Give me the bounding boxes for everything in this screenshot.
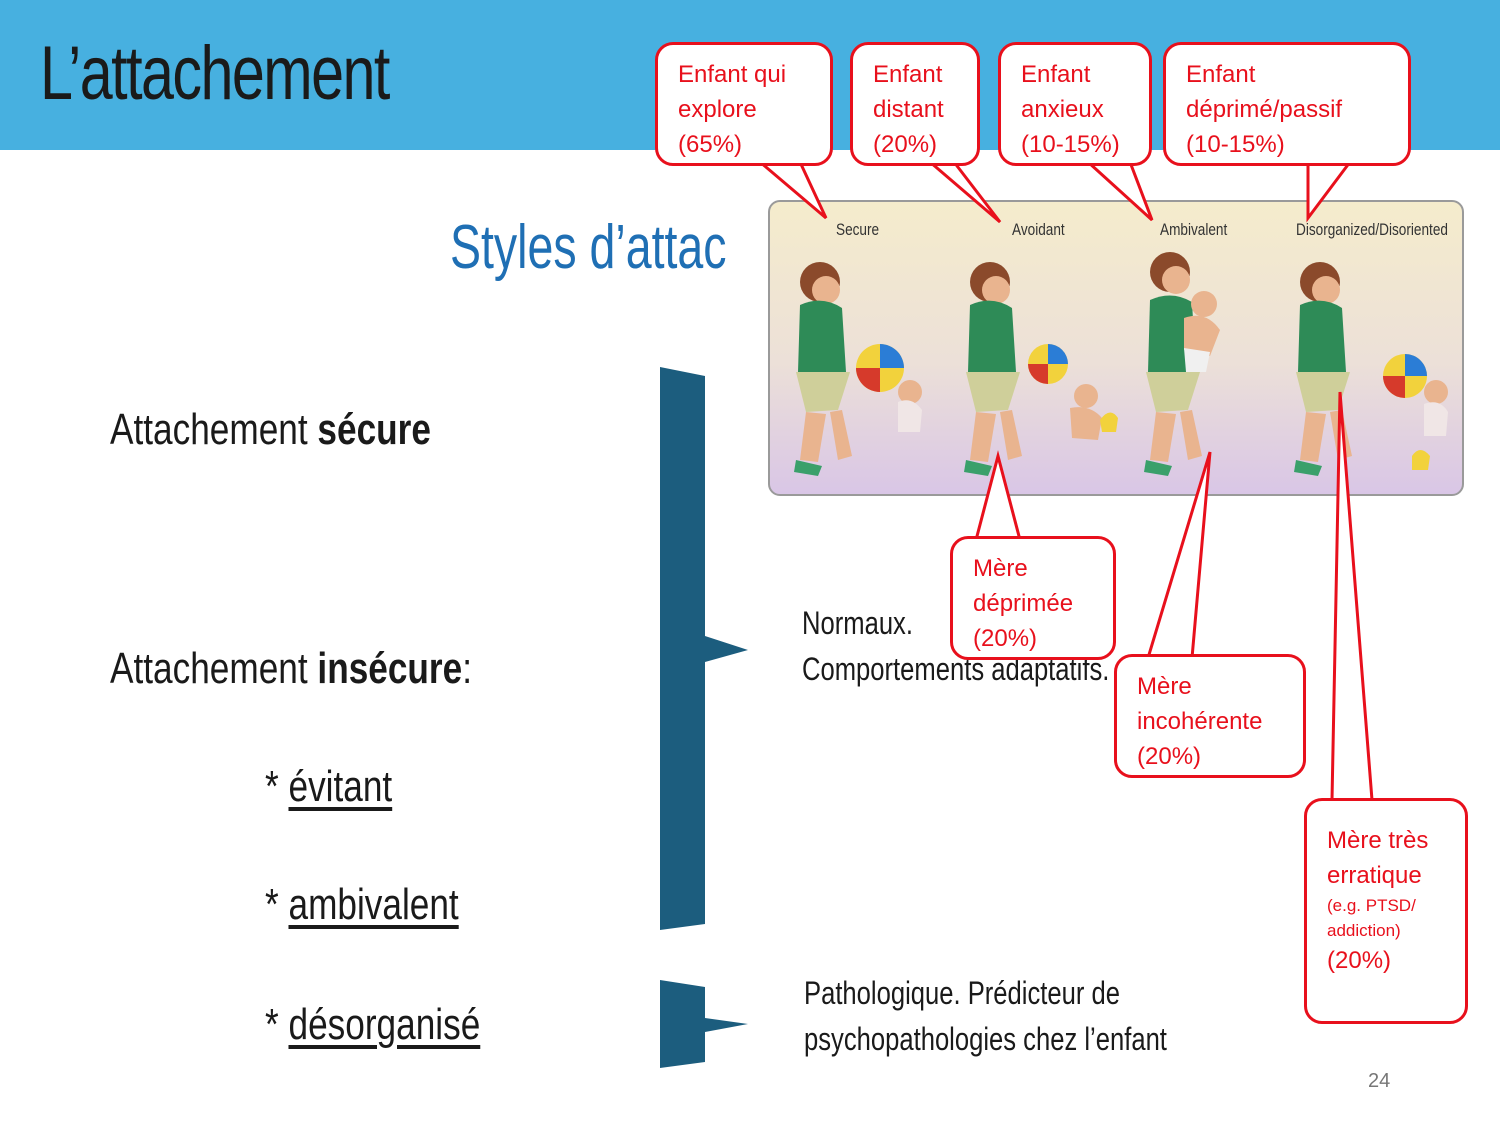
callout-line: erratique <box>1327 862 1422 889</box>
callout-line: (10-15%) <box>1021 131 1120 158</box>
callout-line: explore <box>678 96 757 123</box>
figure-avoidant-icon <box>964 262 1118 476</box>
callout-tails-top <box>759 160 1352 224</box>
callout-line: (20%) <box>873 131 938 158</box>
callout-tails-bottom <box>974 391 1374 801</box>
callout-mere-deprimee: Mère déprimée (20%) <box>950 536 1116 660</box>
list-item-desorganise: * désorganisé <box>265 1000 480 1050</box>
label-secure: Secure <box>836 220 880 239</box>
callout-line: (20%) <box>1137 743 1202 770</box>
callout-mere-incoherente: Mère incohérente (20%) <box>1114 654 1306 778</box>
patho-line-1: Pathologique. Prédicteur de <box>804 975 1120 1011</box>
label-avoidant: Avoidant <box>1012 220 1065 239</box>
callout-line: Enfant qui <box>678 61 787 88</box>
callout-line: (65%) <box>678 131 743 158</box>
callout-line: incohérente <box>1137 708 1263 735</box>
callout-line: anxieux <box>1021 96 1104 123</box>
item-label: ambivalent <box>288 880 459 929</box>
callout-line: (10-15%) <box>1186 131 1285 158</box>
callout-line: Enfant <box>1021 61 1091 88</box>
callout-line: déprimé/passif <box>1186 96 1343 123</box>
figure-disorganized-icon <box>1294 262 1448 476</box>
figure-secure-icon <box>794 262 922 476</box>
callout-line: distant <box>873 96 944 123</box>
label-disorganized: Disorganized/Disoriented <box>1296 220 1448 239</box>
callout-enfant-explore: Enfant qui explore (65%) <box>655 42 833 166</box>
normal-description: Normaux. Comportements adaptatifs. <box>802 600 1109 692</box>
normal-line-1: Normaux. <box>802 605 913 641</box>
callout-line: (20%) <box>973 625 1038 652</box>
label-ambivalent: Ambivalent <box>1160 220 1228 239</box>
callout-line: Mère <box>1137 673 1192 700</box>
bullet: * <box>265 880 289 929</box>
slide-title: L’attachement <box>40 31 390 116</box>
callout-small-line: (e.g. PTSD/ <box>1327 896 1416 915</box>
callout-small-line: addiction) <box>1327 921 1401 940</box>
insecure-bold: insécure <box>317 644 463 693</box>
tail-anxieux <box>1086 160 1154 222</box>
list-item-ambivalent: * ambivalent <box>265 880 459 930</box>
callout-line: déprimée <box>973 590 1074 617</box>
large-brace-icon <box>660 367 748 930</box>
item-label: évitant <box>288 762 393 811</box>
slide-subtitle: Styles d’attac <box>450 213 727 282</box>
insecure-prefix: Attachement <box>110 644 318 693</box>
callout-enfant-distant: Enfant distant (20%) <box>850 42 980 166</box>
figure-ambivalent-icon <box>1144 252 1220 476</box>
callout-line: (20%) <box>1327 947 1392 974</box>
callout-enfant-deprime: Enfant déprimé/passif (10-15%) <box>1163 42 1411 166</box>
small-brace-icon <box>660 980 748 1068</box>
pathological-description: Pathologique. Prédicteur de psychopathol… <box>804 970 1167 1062</box>
callout-line: Mère <box>973 555 1028 582</box>
callout-line: Enfant <box>1186 61 1256 88</box>
tail-depressed <box>1306 161 1352 223</box>
callout-enfant-anxieux: Enfant anxieux (10-15%) <box>998 42 1152 166</box>
callout-line: Mère très <box>1327 827 1429 854</box>
bullet: * <box>265 1000 289 1049</box>
tail-mere-deprimee <box>974 450 1022 541</box>
item-label: désorganisé <box>288 1000 481 1049</box>
tail-mere-incoherente <box>1146 451 1212 659</box>
callout-mere-erratique: Mère très erratique (e.g. PTSD/ addictio… <box>1304 798 1468 1024</box>
insecure-suffix: : <box>462 644 472 693</box>
tail-explore <box>759 160 828 220</box>
list-item-evitant: * évitant <box>265 762 392 812</box>
callout-line: Enfant <box>873 61 943 88</box>
patho-line-2: psychopathologies chez l’enfant <box>804 1021 1167 1057</box>
secure-heading: Attachement sécure <box>110 405 431 455</box>
bullet: * <box>265 762 289 811</box>
tail-distant <box>929 160 1002 224</box>
tail-mere-erratique <box>1330 391 1374 801</box>
page-number: 24 <box>1368 1070 1391 1092</box>
secure-prefix: Attachement <box>110 405 318 454</box>
insecure-heading: Attachement insécure: <box>110 644 472 694</box>
secure-bold: sécure <box>317 405 431 454</box>
